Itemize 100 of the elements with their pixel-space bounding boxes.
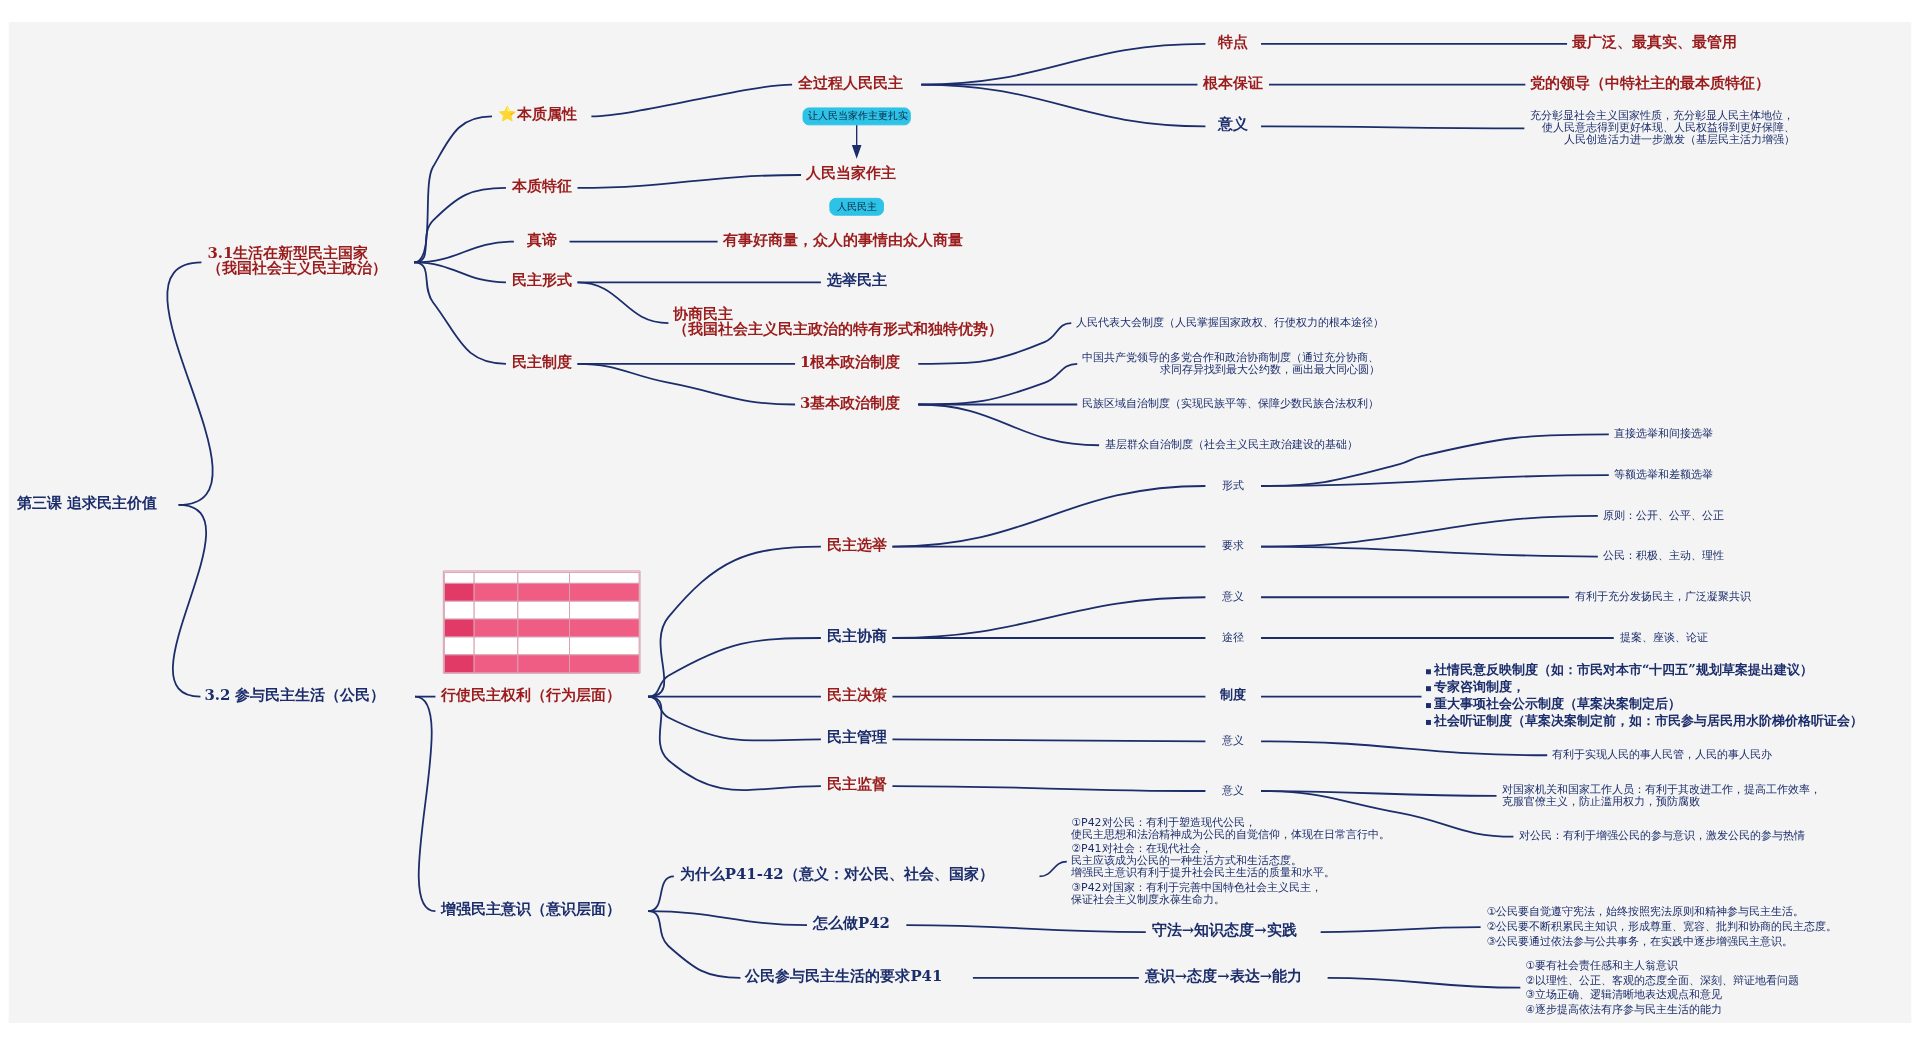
- connector: [647, 695, 822, 791]
- connector: [891, 545, 1207, 547]
- node-text: 意义: [1222, 733, 1245, 747]
- connector: [891, 784, 1207, 792]
- node-text: 意义: [1222, 783, 1245, 797]
- node-text: 有利于实现人民的事人民管，人民的事人民办: [1552, 747, 1773, 761]
- node-text: ⭐本质属性: [498, 104, 577, 123]
- node-text: 民主选举: [826, 535, 887, 554]
- connector: [1260, 545, 1599, 557]
- connector: [1326, 976, 1522, 989]
- connector: [891, 595, 1207, 639]
- node-text: 3.2 参与民主生活（公民）: [204, 685, 386, 704]
- node-text: 民主决策: [826, 685, 887, 704]
- connector: [891, 484, 1207, 547]
- connector: [1260, 42, 1568, 45]
- node-text: 民主管理: [826, 727, 887, 746]
- node-text: 公民参与民主生活的要求P41: [745, 966, 943, 985]
- node-text: 行使民主权利（行为层面）: [441, 685, 622, 704]
- node-text: 增强民主意识（意识层面）: [441, 899, 622, 918]
- node-text: 意义: [1218, 114, 1249, 133]
- node-text: ①P42对公民：有利于塑造现代公民，使民主思想和法治精神成为公民的自觉信仰，体现在日常言行中。 ②P41对社会：在现代社会，民主应该成为公民的一种生活方式和生活态度。增强民主意识有利于提升社会民主生活的质量和水平。 ③P42对国家：有利于完善中国特色社会主义民主，保证社会主义制度永葆生命力。: [1071, 815, 1391, 906]
- node-text: 守法→知识态度→实践: [1151, 920, 1297, 939]
- connector: [413, 186, 507, 263]
- node-text: 1根本政治制度: [800, 352, 901, 371]
- connector: [576, 280, 670, 324]
- connector: [413, 261, 507, 365]
- node-text: 民主监督: [826, 774, 887, 793]
- connector: [647, 909, 742, 979]
- connector: [647, 909, 808, 926]
- connector: [413, 240, 515, 263]
- node-text: 有利于充分发扬民主，广泛凝聚共识: [1575, 589, 1752, 603]
- node-text: 要求: [1222, 538, 1245, 552]
- node-text: 民主协商: [826, 626, 887, 645]
- node-text: 特点: [1218, 32, 1249, 51]
- connector: [1260, 473, 1610, 487]
- connector: [905, 923, 1147, 933]
- connector: [414, 695, 437, 912]
- connector: [1038, 860, 1068, 877]
- connector: [917, 403, 1100, 446]
- node-text: ①公民要自觉遵守宪法，始终按照宪法原则和精神参与民主生活。 ②公民要不断积累民主知识，形成尊重、宽容、批判和协商的民主态度。 ③公民要通过依法参与公共事务，在实践中逐步增强民主意识。: [1486, 904, 1838, 948]
- node-text: 怎么做P42: [812, 913, 890, 932]
- node-text: 3基本政治制度: [800, 393, 901, 411]
- node-text: 基层群众自治制度（社会主义民主政治建设的基础）: [1105, 437, 1359, 451]
- node-text: 社情民意反映制度（如：市民对本市“十四五”规划草案提出建议） 专家咨询制度， 重大事项社会公示制度（草案决案制定后） 社会听证制度（草案决案制定前，如：市民参与居民用水阶梯价格听证会）: [1433, 661, 1863, 728]
- node-text: 提案、座谈、论证: [1619, 630, 1708, 644]
- node-text: 党的领导（中特社主的最本质特征）: [1530, 73, 1771, 92]
- node-text: 制度: [1220, 686, 1247, 702]
- connector: [972, 976, 1140, 979]
- connector: [1260, 124, 1526, 129]
- node-text: 直接选举和间接选举: [1613, 426, 1713, 440]
- node-text: 意义: [1222, 589, 1245, 603]
- connector: [647, 545, 822, 697]
- node-text: ①要有社会责任感和主人翁意识 ②以理性、公正、客观的态度全面、深刻、辩证地看问题 ③立场正确、逻辑清晰地表达观点和意见 ④逐步提高依法有序参与民主生活的能力: [1525, 958, 1800, 1016]
- node-text: 人民代表大会制度（人民掌握国家政权、行使权力的根本途径）: [1076, 315, 1385, 329]
- node-text: 对公民：有利于增强公民的参与意识，激发公民的参与热情: [1519, 828, 1806, 842]
- connector: [1319, 925, 1482, 933]
- node-text: 最广泛、最真实、最管用: [1572, 32, 1738, 51]
- connector: [576, 362, 796, 405]
- connector: [891, 737, 1207, 742]
- node-text: 意识→态度→表达→能力: [1144, 966, 1303, 985]
- connector: [891, 695, 1207, 697]
- node-text: 选举民主: [826, 270, 887, 289]
- connector: [576, 173, 802, 189]
- node-text: 中国共产党领导的多党合作和政治协商制度（通过充分协商、求同存异找到最大公约数，画出最大同心圆）: [1082, 350, 1380, 376]
- connector: [1260, 432, 1610, 487]
- connector: [172, 503, 207, 697]
- connector: [920, 83, 1207, 127]
- connector: [647, 636, 822, 697]
- node-text: 等额选举和差额选举: [1613, 467, 1713, 481]
- node-text: 民主制度: [511, 352, 572, 371]
- node-text: 有事好商量，众人的事情由众人商量: [722, 230, 963, 249]
- node-text: 为什么P41-42（意义：对公民、社会、国家）: [679, 864, 994, 883]
- connector: [1260, 595, 1570, 598]
- node-text: 公民：积极、主动、理性: [1602, 548, 1724, 562]
- node-text: 协商民主（我国社会主义民主政治的特有形式和独特优势）: [672, 304, 1003, 338]
- node-text: 根本保证: [1203, 73, 1264, 92]
- node-text: 充分彰显社会主义国家性质，充分彰显人民主体地位，使人民意志得到更好体现、人民权益得到更好保障、人民创造活力进一步激发（基层民主活力增强）: [1530, 108, 1796, 146]
- connector: [576, 280, 822, 283]
- connector: [568, 240, 719, 242]
- node-text: 形式: [1222, 478, 1245, 492]
- node-text: 全过程人民民主: [798, 73, 904, 92]
- connector: [1260, 636, 1615, 639]
- node-text: 对国家机关和国家工作人员：有利于其改进工作，提高工作效率，克服官僚主义，防止滥用权力，预防腐败: [1502, 782, 1822, 808]
- connector: [891, 636, 1207, 639]
- node-text: 途径: [1222, 630, 1245, 644]
- node-text: 原则：公开、公平、公正: [1602, 508, 1724, 522]
- connector: [590, 83, 793, 117]
- node-text: 真谛: [526, 230, 557, 249]
- node-text: 民族区域自治制度（实现民族平等、保障少数民族合法权利）: [1082, 396, 1380, 410]
- arrow: [851, 123, 862, 159]
- node-text: 3.1生活在新型民主国家（我国社会主义民主政治）: [207, 243, 388, 277]
- node-text: 第三课 追求民主价值: [17, 493, 158, 512]
- connector: [1260, 695, 1423, 697]
- node-text: 人民当家作主: [806, 163, 896, 182]
- node-text: 本质特征: [511, 176, 572, 195]
- node-text: 民主形式: [511, 270, 572, 289]
- node-box: 人民民主: [829, 197, 884, 216]
- connector: [917, 321, 1073, 365]
- connector: [166, 261, 214, 506]
- node-box: 让人民当家作主更扎实: [802, 106, 911, 125]
